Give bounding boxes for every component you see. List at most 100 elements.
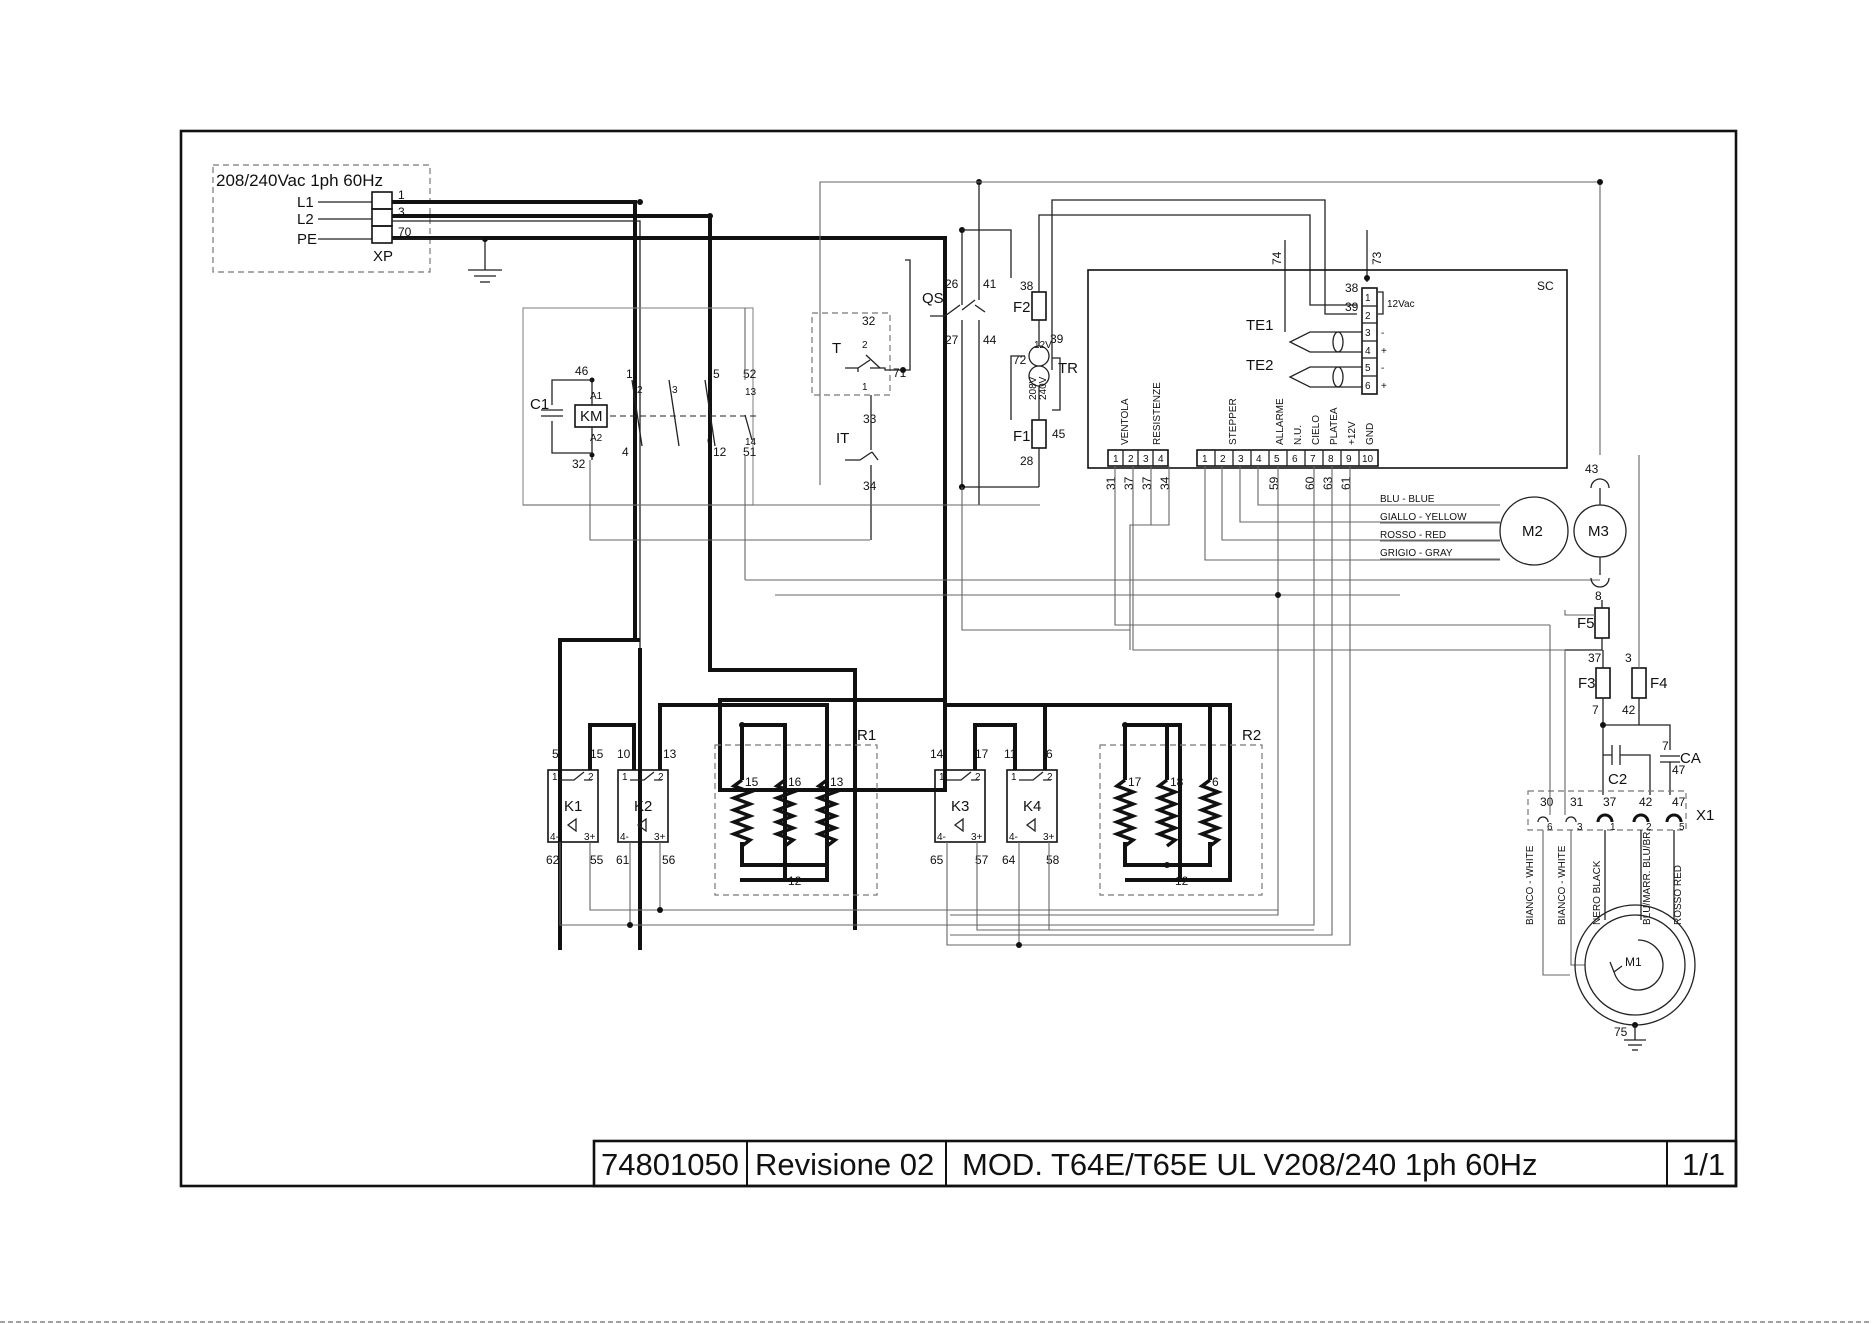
- f1-fuse: [1031, 419, 1047, 449]
- svg-text:37: 37: [1122, 476, 1136, 490]
- svg-text:1: 1: [398, 188, 405, 202]
- svg-text:60: 60: [1303, 476, 1317, 490]
- title-block: 74801050 Revisione 02 MOD. T64E/T65E UL …: [592, 1139, 1738, 1188]
- svg-text:3: 3: [1577, 822, 1583, 833]
- ca-label: CA: [1680, 750, 1701, 767]
- k2-relay: [617, 769, 669, 843]
- svg-text:31: 31: [1104, 476, 1118, 490]
- c2-label: C2: [1608, 771, 1627, 788]
- svg-text:A1: A1: [590, 391, 603, 402]
- svg-text:3: 3: [1238, 454, 1244, 465]
- svg-text:3: 3: [1625, 651, 1632, 665]
- qs-label: QS: [922, 290, 944, 307]
- svg-text:BLU - BLUE: BLU - BLUE: [1380, 494, 1435, 505]
- m1-section: BIANCO - WHITE BIANCO - WHITE NERO BLACK…: [1525, 829, 1696, 1051]
- svg-text:42: 42: [1622, 703, 1636, 717]
- thermostat-section: T 32 2 1 71 IT 33 34: [811, 259, 911, 540]
- f4-fuse: [1631, 667, 1647, 699]
- svg-text:1: 1: [1610, 822, 1616, 833]
- svg-text:73: 73: [1370, 251, 1384, 265]
- svg-text:17: 17: [975, 747, 989, 761]
- svg-text:3+: 3+: [971, 832, 983, 843]
- svg-text:4: 4: [1365, 346, 1371, 357]
- svg-text:63: 63: [1321, 476, 1335, 490]
- svg-text:1: 1: [1011, 772, 1017, 783]
- svg-text:18: 18: [1170, 775, 1184, 789]
- svg-text:32: 32: [572, 457, 586, 471]
- svg-text:1: 1: [939, 772, 945, 783]
- svg-text:8: 8: [1595, 589, 1602, 603]
- resistor-15: [729, 778, 755, 848]
- svg-text:39: 39: [1345, 300, 1359, 314]
- m2-section: BLU - BLUE GIALLO - YELLOW ROSSO - RED G…: [1380, 494, 1569, 566]
- svg-text:+: +: [1381, 381, 1387, 392]
- m1-label: M1: [1625, 955, 1642, 969]
- svg-text:2: 2: [588, 772, 594, 783]
- m3-section: 43 M3 8 F5: [1564, 462, 1627, 651]
- svg-text:BLU/MARR. BLU/BR.: BLU/MARR. BLU/BR.: [1642, 829, 1653, 925]
- svg-text:43: 43: [1585, 462, 1599, 476]
- sc-controller: SC 74 73 38 39 1 2 3 4 5 6 - + - + 12Vac…: [1087, 251, 1568, 490]
- svg-text:ROSSO - RED: ROSSO - RED: [1380, 530, 1446, 541]
- svg-text:12: 12: [788, 874, 802, 888]
- svg-text:3+: 3+: [654, 832, 666, 843]
- svg-text:41: 41: [983, 277, 997, 291]
- svg-text:CIELO: CIELO: [1311, 415, 1322, 445]
- te1-probe: [1288, 331, 1362, 353]
- tr-label: TR: [1058, 360, 1078, 377]
- line-pe-label: PE: [297, 231, 317, 248]
- revision: Revisione 02: [755, 1147, 934, 1182]
- k3-relay: [934, 769, 986, 843]
- f2-label: F2: [1013, 299, 1031, 316]
- svg-text:12V: 12V: [1034, 340, 1052, 351]
- svg-text:2: 2: [1047, 772, 1053, 783]
- rotation-arrow-icon: [1613, 939, 1664, 991]
- svg-text:-: -: [1381, 363, 1384, 374]
- svg-text:37: 37: [1140, 476, 1154, 490]
- svg-text:3: 3: [1143, 454, 1149, 465]
- m1-motor-inner: [1584, 914, 1686, 1016]
- relays: K1 1 2 4- 3+ 5 15 62 55 K2 1 2 4- 3+ 10 …: [546, 640, 1350, 948]
- contactor-section: KM A1 A2 46 32 C1 1 2 3 4 5 6 12 52 13 1…: [522, 307, 760, 580]
- line-l2-label: L2: [297, 211, 314, 228]
- svg-text:61: 61: [1339, 476, 1353, 490]
- svg-text:64: 64: [1002, 853, 1016, 867]
- svg-text:6: 6: [1212, 775, 1219, 789]
- svg-text:4-: 4-: [550, 832, 559, 843]
- svg-text:14: 14: [745, 437, 757, 448]
- sc-wiring: [523, 460, 1600, 946]
- f5-label: F5: [1577, 615, 1595, 632]
- svg-text:5: 5: [1679, 822, 1685, 833]
- svg-text:N.U.: N.U.: [1293, 425, 1304, 445]
- sheet-number: 1/1: [1682, 1147, 1725, 1182]
- transformer-section: QS 26 41 27 44 F2 38 39 72 TR 12V 208V 2…: [922, 179, 1357, 505]
- svg-text:PLATEA: PLATEA: [1329, 407, 1340, 445]
- svg-text:37: 37: [1603, 795, 1617, 809]
- svg-text:7: 7: [1592, 703, 1599, 717]
- svg-text:STEPPER: STEPPER: [1228, 398, 1239, 445]
- svg-text:12: 12: [713, 445, 727, 459]
- svg-text:2: 2: [1646, 822, 1652, 833]
- svg-text:BIANCO - WHITE: BIANCO - WHITE: [1525, 845, 1536, 925]
- svg-text:17: 17: [1128, 775, 1142, 789]
- svg-text:14: 14: [930, 747, 944, 761]
- svg-text:59: 59: [1267, 476, 1281, 490]
- f5-fuse: [1594, 607, 1610, 639]
- svg-text:55: 55: [590, 853, 604, 867]
- svg-text:13: 13: [745, 387, 757, 398]
- svg-text:3: 3: [398, 205, 405, 219]
- svg-text:47: 47: [1672, 795, 1686, 809]
- svg-text:34: 34: [863, 479, 877, 493]
- km-label: KM: [580, 408, 603, 425]
- svg-text:5: 5: [1274, 454, 1280, 465]
- svg-text:6: 6: [1365, 381, 1371, 392]
- resistor-r2: R2 17 18 6 12: [1099, 705, 1263, 896]
- svg-text:4: 4: [1158, 454, 1164, 465]
- svg-text:15: 15: [590, 747, 604, 761]
- x1-label: X1: [1696, 807, 1714, 824]
- k1-relay: [547, 769, 599, 843]
- svg-text:38: 38: [1345, 281, 1359, 295]
- svg-text:39: 39: [1050, 332, 1064, 346]
- xp-label: XP: [373, 248, 393, 265]
- svg-text:7: 7: [1662, 739, 1669, 753]
